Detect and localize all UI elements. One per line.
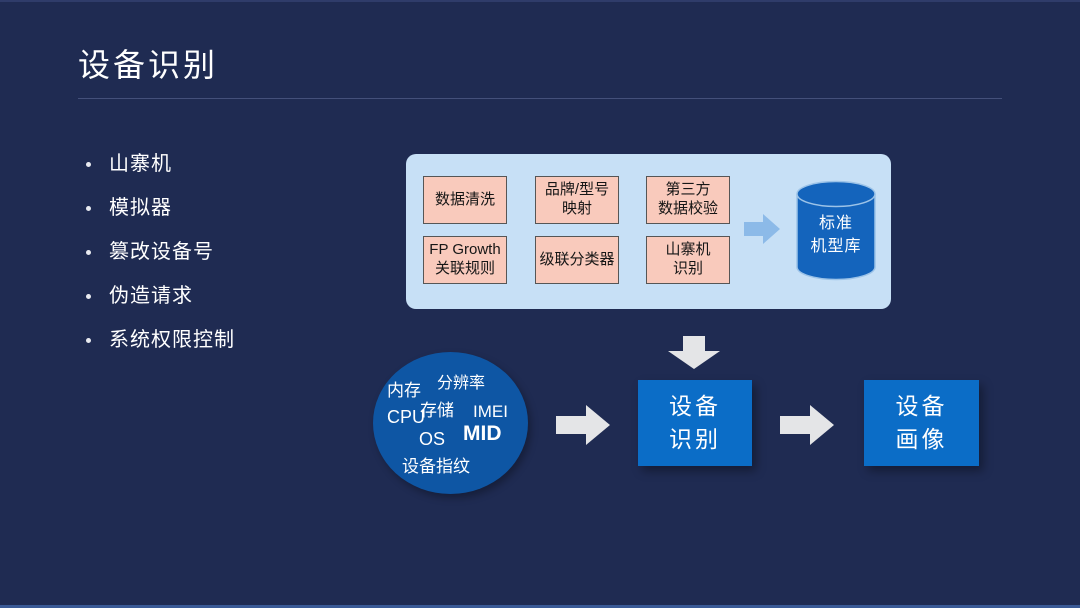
attribute-label-imei: IMEI	[473, 402, 508, 421]
page-title: 设备识别	[78, 47, 219, 83]
attribute-label-cpu: CPU	[387, 407, 426, 427]
database-cylinder-icon: 标准 机型库	[795, 180, 877, 282]
bullet-dot-icon	[86, 338, 91, 343]
device-identification-box: 设备 识别	[638, 380, 752, 466]
arrow-right-icon	[556, 405, 610, 445]
process-box-brand-model-mapping: 品牌/型号 映射	[535, 176, 619, 224]
bullet-item: 模拟器	[84, 198, 235, 219]
bullet-dot-icon	[86, 250, 91, 255]
bullet-item-label: 伪造请求	[109, 285, 193, 307]
attribute-label-os: OS	[419, 429, 446, 449]
model-library-panel: 数据清洗 品牌/型号 映射 第三方 数据校验 FP Growth 关联规则 级联…	[406, 154, 891, 309]
attribute-label-device-fingerprint: 设备指纹	[402, 457, 470, 476]
bullet-dot-icon	[86, 162, 91, 167]
process-box-data-cleaning: 数据清洗	[423, 176, 507, 224]
bullet-item-label: 系统权限控制	[109, 329, 235, 351]
bullet-item-label: 模拟器	[109, 197, 172, 219]
attribute-label-resolution: 分辨率	[437, 375, 486, 392]
bullet-item: 伪造请求	[84, 286, 235, 307]
arrow-right-icon	[780, 405, 834, 445]
database-label: 标准 机型库	[810, 215, 862, 256]
process-box-cascade-classifier: 级联分类器	[535, 236, 619, 284]
bullet-item-label: 篡改设备号	[109, 241, 214, 263]
attribute-label-memory: 内存	[387, 381, 421, 400]
process-box-copycat-detection: 山寨机 识别	[646, 236, 730, 284]
arrow-down-icon	[668, 336, 720, 369]
bullet-dot-icon	[86, 206, 91, 211]
arrow-right-blue-icon	[744, 214, 780, 244]
bullet-item-label: 山寨机	[109, 153, 172, 175]
bullet-item: 山寨机	[84, 154, 235, 175]
attribute-label-mid: MID	[463, 422, 502, 445]
process-box-fp-growth-rules: FP Growth 关联规则	[423, 236, 507, 284]
device-attributes-circle: 内存 分辨率 存储 CPU IMEI OS MID 设备指纹	[373, 352, 528, 494]
device-profile-box: 设备 画像	[864, 380, 979, 466]
bullet-dot-icon	[86, 294, 91, 299]
bullet-item: 系统权限控制	[84, 330, 235, 351]
title-divider	[78, 98, 1002, 99]
process-box-third-party-validation: 第三方 数据校验	[646, 176, 730, 224]
attribute-label-storage: 存储	[420, 401, 454, 420]
bullet-item: 篡改设备号	[84, 242, 235, 263]
bullet-list: 山寨机 模拟器 篡改设备号 伪造请求 系统权限控制	[84, 154, 235, 374]
